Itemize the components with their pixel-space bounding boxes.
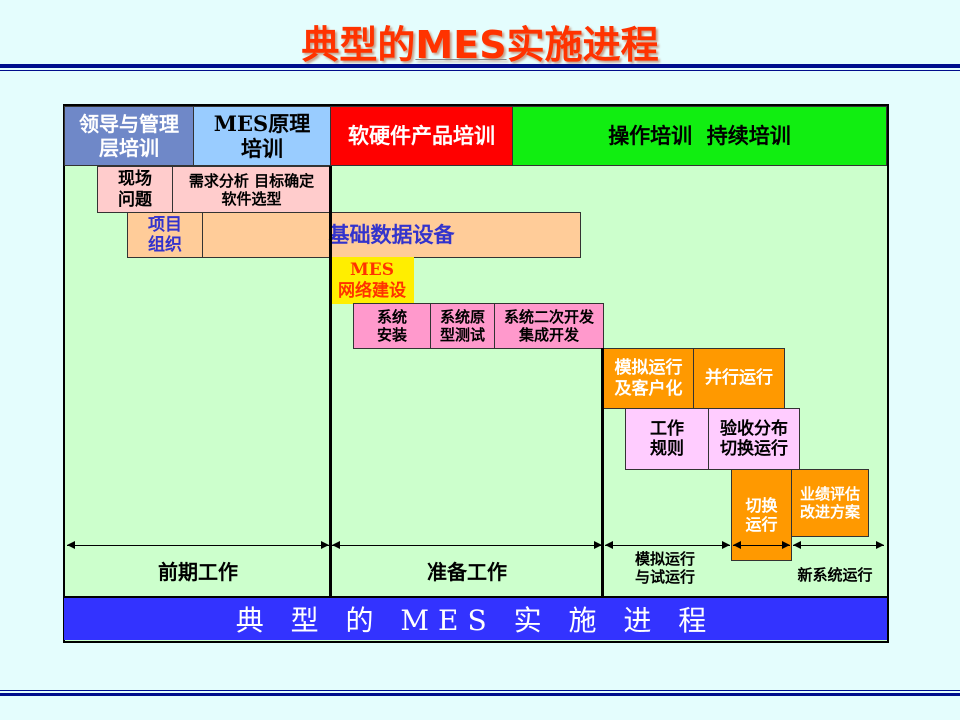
phase-arrow bbox=[605, 541, 730, 549]
site-issues-task: 现场 问题 bbox=[97, 166, 173, 213]
slide-title: 典型的MES实施进程 bbox=[301, 23, 659, 67]
bottom-banner: 典 型 的 MES 实 施 进 程 bbox=[64, 596, 887, 640]
prototype-task: 系统原 型测试 bbox=[430, 303, 495, 349]
phase-arrow bbox=[733, 541, 790, 549]
project-org-task: 项目 组织 bbox=[127, 212, 203, 258]
install-task: 系统 安装 bbox=[353, 303, 431, 349]
requirements-task: 需求分析 目标确定 软件选型 bbox=[172, 166, 331, 213]
top-rule-thick bbox=[0, 64, 960, 68]
leadership-training: 领导与管理 层培训 bbox=[64, 106, 194, 166]
base-data-task: 基础数据设备 bbox=[202, 212, 581, 258]
phase-label-early: 前期工作 bbox=[158, 560, 238, 584]
phase-arrow bbox=[793, 541, 884, 549]
bottom-rule-thick bbox=[0, 693, 960, 696]
top-rule-thin bbox=[0, 70, 960, 71]
bottom-rule-thin bbox=[0, 690, 960, 691]
secondary-dev-task: 系统二次开发 集成开发 bbox=[494, 303, 604, 349]
mes-principle-training: MES原理 培训 bbox=[193, 106, 331, 166]
phase-label-trial: 模拟运行 与试运行 bbox=[634, 550, 695, 586]
phase-arrow bbox=[332, 541, 602, 549]
product-training: 软硬件产品培训 bbox=[330, 106, 513, 166]
network-task: MES 网络建设 bbox=[330, 257, 414, 304]
acceptance-task: 验收分布 切换运行 bbox=[708, 408, 800, 470]
work-rules-task: 工作 规则 bbox=[625, 408, 709, 470]
phase-divider bbox=[601, 348, 604, 596]
parallel-task: 并行运行 bbox=[693, 348, 785, 409]
phase-label-prep: 准备工作 bbox=[427, 560, 507, 584]
phase-arrow bbox=[67, 541, 329, 549]
phase-label-new-system: 新系统运行 bbox=[797, 566, 873, 584]
operation-training: 操作培训 持续培训 bbox=[512, 106, 887, 166]
phase-divider bbox=[329, 166, 332, 596]
evaluation-task: 业绩评估 改进方案 bbox=[791, 469, 869, 537]
simulation-task: 模拟运行 及客户化 bbox=[603, 348, 694, 409]
